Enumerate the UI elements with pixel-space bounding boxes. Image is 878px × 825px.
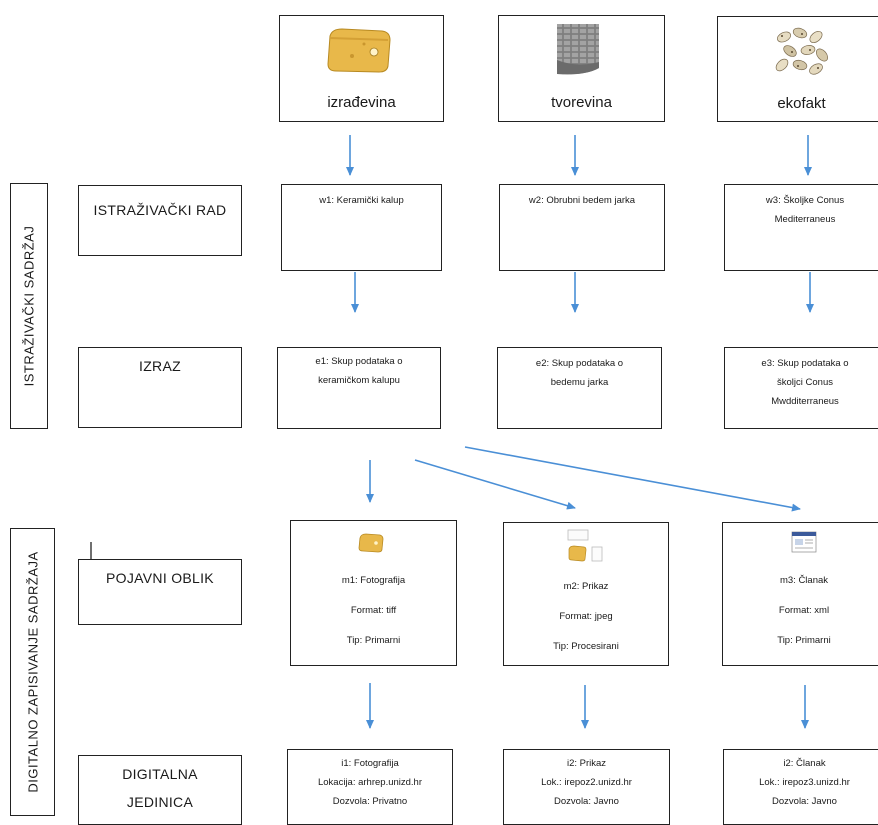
- manifestation-m1-format: Format: tiff: [350, 605, 397, 616]
- cheese-mold-image: [327, 28, 391, 73]
- work-w3-line1: w3: Školjke Conus: [765, 195, 845, 206]
- expression-box-e3: e3: Skup podataka o školjci Conus Mwddit…: [724, 347, 878, 429]
- top-label-artifact: izrađevina: [327, 94, 396, 111]
- manifestation-m3-title: m3: Članak: [779, 575, 829, 586]
- expression-e1-line1: e1: Skup podataka o: [315, 356, 403, 367]
- top-label-structure: tvorevina: [551, 94, 612, 111]
- item-box-i1: i1: Fotografija Lokacija: arhrep.unizd.h…: [287, 749, 453, 825]
- work-box-w1: w1: Keramički kalup: [281, 184, 442, 271]
- expression-e3-line2: školjci Conus: [777, 377, 833, 388]
- stone-wall-image: [557, 24, 599, 75]
- item-i2-line3: Dozvola: Javno: [554, 796, 619, 807]
- expression-box-e1: e1: Skup podataka o keramičkom kalupu: [277, 347, 441, 429]
- item-i1-line2: Lokacija: arhrep.unizd.hr: [317, 777, 423, 788]
- manifestation-m1-title: m1: Fotografija: [341, 575, 406, 586]
- article-thumbnail-icon: [791, 531, 817, 553]
- item-i1-line1: i1: Fotografija: [341, 758, 399, 769]
- item-i3-line1: i2: Članak: [783, 758, 826, 769]
- work-box-w3: w3: Školjke Conus Mediterraneus: [724, 184, 878, 271]
- work-w3-line2: Mediterraneus: [774, 214, 836, 225]
- manifestation-m2-title: m2: Prikaz: [563, 581, 609, 592]
- side-label-research: ISTRAŽIVAČKI SADRŽAJ: [21, 225, 37, 387]
- row-label-work: ISTRAŽIVAČKI RAD: [78, 185, 242, 256]
- shells-image: [775, 27, 829, 75]
- row-label-expression: IZRAZ: [78, 347, 242, 428]
- row-label-manifestation-text: POJAVNI OBLIK: [106, 570, 214, 586]
- manifestation-m1-type: Tip: Primarni: [346, 635, 401, 646]
- row-label-work-text: ISTRAŽIVAČKI RAD: [93, 202, 227, 218]
- item-i3-line3: Dozvola: Javno: [772, 796, 837, 807]
- photo-thumbnail-icon: [358, 533, 384, 553]
- manifestation-box-m1: m1: Fotografija Format: tiff Tip: Primar…: [290, 520, 457, 666]
- row-label-item-line2: JEDINICA: [126, 794, 194, 810]
- rendering-thumbnail-icon: [567, 529, 603, 562]
- item-i3-line2: Lok.: irepoz3.unizd.hr: [759, 777, 850, 788]
- manifestation-m2-type: Tip: Procesirani: [553, 641, 619, 652]
- item-i1-line3: Dozvola: Privatno: [332, 796, 408, 807]
- item-i2-line1: i2: Prikaz: [566, 758, 607, 769]
- work-w2-text: w2: Obrubni bedem jarka: [528, 195, 636, 206]
- work-w1-text: w1: Keramički kalup: [319, 195, 404, 206]
- manifestation-box-m2: m2: Prikaz Format: jpeg Tip: Procesirani: [503, 522, 669, 666]
- side-label-digital: DIGITALNO ZAPISIVANJE SADRŽAJA: [25, 551, 40, 793]
- row-label-expression-text: IZRAZ: [139, 358, 181, 374]
- expression-e1-line2: keramičkom kalupu: [318, 375, 400, 386]
- top-label-ecofact: ekofakt: [777, 95, 826, 112]
- manifestation-box-m3: m3: Članak Format: xml Tip: Primarni: [722, 522, 878, 666]
- manifestation-m2-format: Format: jpeg: [559, 611, 613, 622]
- expression-e3-line1: e3: Skup podataka o: [761, 358, 849, 369]
- item-i2-line2: Lok.: irepoz2.unizd.hr: [541, 777, 632, 788]
- manifestation-m3-type: Tip: Primarni: [777, 635, 831, 646]
- manifestation-m3-format: Format: xml: [778, 605, 830, 616]
- expression-box-e2: e2: Skup podataka o bedemu jarka: [497, 347, 662, 429]
- row-label-item-line1: DIGITALNA: [122, 766, 198, 782]
- top-box-ecofact: ekofakt: [717, 16, 878, 122]
- side-label-research-box: ISTRAŽIVAČKI SADRŽAJ: [10, 183, 48, 429]
- item-box-i3: i2: Članak Lok.: irepoz3.unizd.hr Dozvol…: [723, 749, 878, 825]
- top-box-structure: tvorevina: [498, 15, 665, 122]
- expression-e2-line1: e2: Skup podataka o: [535, 358, 624, 369]
- arrow-e1-m2: [414, 459, 576, 510]
- work-box-w2: w2: Obrubni bedem jarka: [499, 184, 665, 271]
- expression-e2-line2: bedemu jarka: [550, 377, 609, 388]
- top-box-artifact: izrađevina: [279, 15, 444, 122]
- item-box-i2: i2: Prikaz Lok.: irepoz2.unizd.hr Dozvol…: [503, 749, 670, 825]
- expression-e3-line3: Mwdditerraneus: [771, 396, 839, 407]
- arrow-e2-m3: [464, 446, 801, 512]
- row-label-item: DIGITALNA JEDINICA: [78, 755, 242, 825]
- side-label-digital-box: DIGITALNO ZAPISIVANJE SADRŽAJA: [10, 528, 55, 816]
- row-label-manifestation: POJAVNI OBLIK: [78, 559, 242, 625]
